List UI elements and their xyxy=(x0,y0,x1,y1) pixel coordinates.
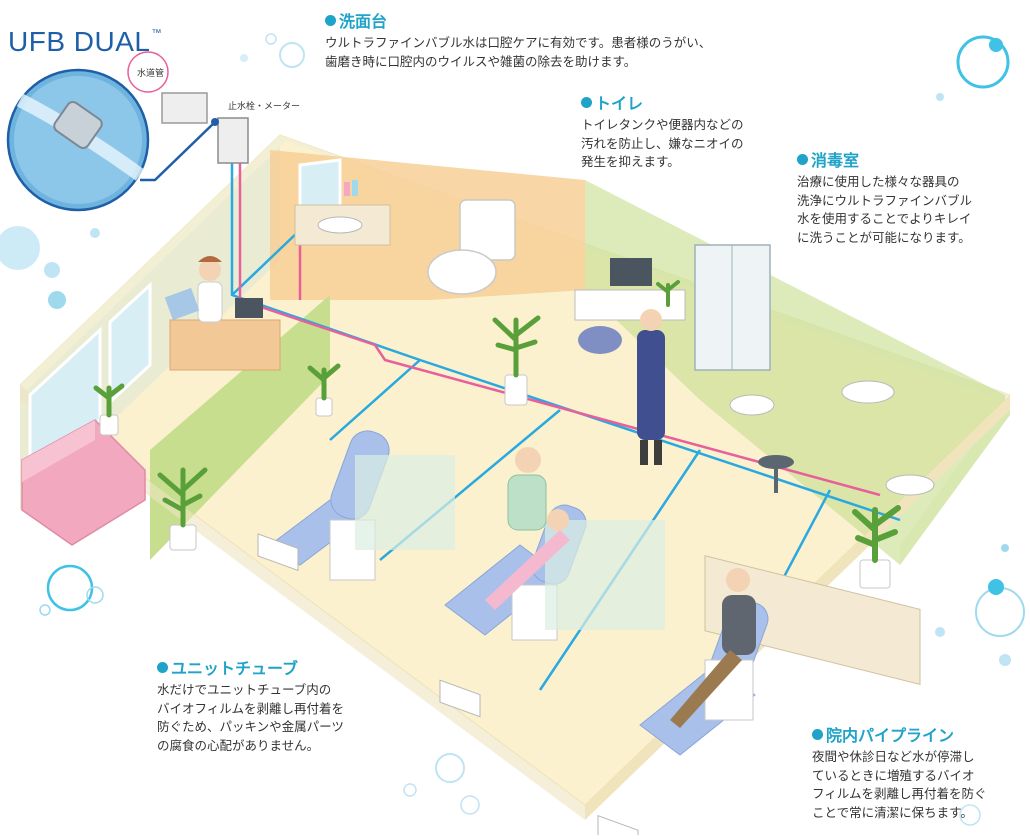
dental-unit-3 xyxy=(597,568,769,839)
callout-body: 夜間や休診日など水が停滞し ているときに増殖するバイオ フィルムを剥離し再付着を… xyxy=(812,748,987,822)
callout-heading: 洗面台 xyxy=(325,8,711,32)
callout-line: フィルムを剥離し再付着を防ぐ xyxy=(812,786,987,801)
plant xyxy=(307,363,341,417)
callout-body: ウルトラファインバブル水は口腔ケアに有効です。患者様のうがい、 歯磨き時に口腔内… xyxy=(325,34,711,71)
callout-line: 夜間や休診日など水が停滞し xyxy=(812,749,975,764)
dental-unit-1 xyxy=(257,430,455,581)
dental-units xyxy=(257,430,769,839)
reception xyxy=(164,256,281,371)
callout-line: 水だけでユニットチューブ内の xyxy=(157,682,332,697)
plant xyxy=(656,280,680,307)
callout-pipeline: 院内パイプライン 夜間や休診日など水が停滞し ているときに増殖するバイオ フィル… xyxy=(812,722,987,822)
sterilization-wall xyxy=(585,180,1005,565)
pipe-device-link xyxy=(140,121,216,182)
receptionist xyxy=(199,259,221,281)
callout-title: 洗面台 xyxy=(339,12,388,31)
patient-man xyxy=(726,568,750,592)
partition-wall-left xyxy=(150,295,330,560)
office-chair xyxy=(578,326,622,354)
water-pipe-label: 水道管 xyxy=(137,69,165,79)
plants xyxy=(93,280,901,589)
callout-unit-tube: ユニットチューブ 水だけでユニットチューブ内の バイオフィルムを剥離し再付着を … xyxy=(157,655,344,755)
callout-line: 治療に使用した様々な器具の xyxy=(797,174,960,189)
callout-line: トイレタンクや便器内などの xyxy=(581,117,744,132)
toilet-bowl xyxy=(427,249,497,295)
patient-child xyxy=(547,509,569,531)
stool xyxy=(758,455,794,469)
outer-edge-left xyxy=(20,385,585,820)
callout-line: ことで常に清潔に保ちます。 xyxy=(812,804,973,820)
washroom xyxy=(294,180,516,295)
bullet-dot-icon xyxy=(581,96,592,108)
callout-heading: トイレ xyxy=(581,90,744,114)
wall-top-left xyxy=(20,135,286,391)
callout-title: 院内パイプライン xyxy=(826,726,955,745)
callout-heading: 院内パイプライン xyxy=(812,722,987,746)
callout-line: の腐食の心配がありません。 xyxy=(157,737,320,753)
meter-box xyxy=(217,117,249,164)
waiting-area xyxy=(21,419,146,546)
callout-line: に洗うことが可能になります。 xyxy=(797,229,971,245)
callout-line: 水を使用することでよりキレイ xyxy=(797,211,972,226)
callout-line: バイオフィルムを剥離し再付着を xyxy=(157,700,345,716)
ufb-device xyxy=(53,100,103,150)
bullet-dot-icon xyxy=(157,661,168,673)
callout-title: 消毒室 xyxy=(811,151,860,170)
callout-sink: 洗面台 ウルトラファインバブル水は口腔ケアに有効です。患者様のうがい、 歯磨き時… xyxy=(325,8,711,71)
callout-body: 治療に使用した様々な器具の 洗浄にウルトラファインバブル 水を使用することでより… xyxy=(797,173,972,247)
trademark-mark: ™ xyxy=(151,28,162,39)
plant xyxy=(852,505,901,589)
logo: UFB DUAL™ xyxy=(8,26,162,58)
partition-right-floor xyxy=(900,395,1010,565)
plant xyxy=(93,383,125,436)
staff-standing xyxy=(637,330,665,440)
bullet-dot-icon xyxy=(797,153,808,165)
callout-body: トイレタンクや便器内などの 汚れを防止し、嫌なニオイの 発生を抑えます。 xyxy=(581,116,744,172)
stop-valve-label: 止水栓・メーター xyxy=(228,102,301,112)
bullet-dot-icon xyxy=(812,728,823,740)
dentist xyxy=(515,447,541,473)
callout-toilet: トイレ トイレタンクや便器内などの 汚れを防止し、嫌なニオイの 発生を抑えます。 xyxy=(581,90,744,172)
callout-sterilization: 消毒室 治療に使用した様々な器具の 洗浄にウルトラファインバブル 水を使用するこ… xyxy=(797,147,972,247)
reception-counter xyxy=(169,319,281,371)
callout-line: 歯磨き時に口腔内のウイルスや雑菌の除去を助けます。 xyxy=(325,53,637,69)
dental-unit-2 xyxy=(439,447,665,718)
sterilization-room xyxy=(694,244,935,686)
bullet-dot-icon xyxy=(325,14,336,26)
sink-station xyxy=(704,555,921,686)
callout-line: ウルトラファインバブル水は口腔ケアに有効です。患者様のうがい、 xyxy=(325,35,712,50)
callout-title: トイレ xyxy=(595,94,644,113)
callout-line: 汚れを防止し、嫌なニオイの xyxy=(581,135,744,151)
plant xyxy=(492,315,541,406)
decorative-bubbles xyxy=(0,33,1025,826)
monitor xyxy=(610,258,652,286)
office xyxy=(574,258,686,465)
callout-line: 洗浄にウルトラファインバブル xyxy=(797,192,973,208)
plant xyxy=(157,467,208,551)
callout-title: ユニットチューブ xyxy=(171,659,299,678)
logo-text: UFB DUAL xyxy=(8,26,151,57)
ufb-device-inset xyxy=(6,51,249,212)
callout-heading: 消毒室 xyxy=(797,147,972,171)
partition-glass xyxy=(355,455,455,550)
callout-line: 発生を抑えます。 xyxy=(581,154,680,169)
callout-line: 防ぐため、パッキンや金属パーツ xyxy=(157,719,344,734)
callout-line: ているときに増殖するバイオ xyxy=(812,767,975,783)
water-pipe-badge xyxy=(127,51,169,93)
callout-body: 水だけでユニットチューブ内の バイオフィルムを剥離し再付着を 防ぐため、パッキン… xyxy=(157,681,344,755)
callout-heading: ユニットチューブ xyxy=(157,655,344,679)
